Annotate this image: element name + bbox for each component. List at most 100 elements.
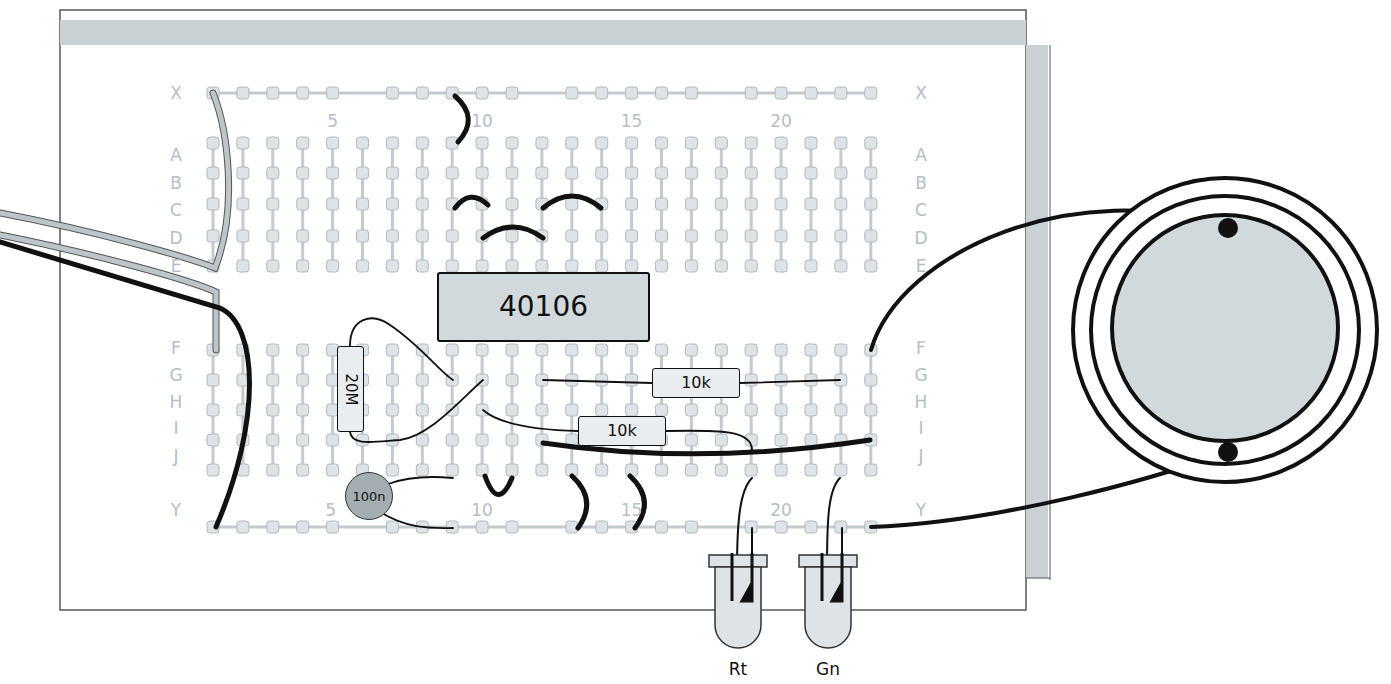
breadboard-hole [715,344,727,356]
led-anvil [742,553,752,601]
breadboard-hole [207,404,219,416]
row-letter: G [914,365,927,385]
breadboard-hole [416,344,428,356]
breadboard-hole [476,434,488,446]
column-number: 10 [471,111,493,131]
breadboard-hole [566,260,578,272]
breadboard-hole [297,404,309,416]
breadboard-hole [775,198,787,210]
led-dome [715,567,761,648]
breadboard-hole [416,404,428,416]
breadboard-hole [536,344,548,356]
breadboard-hole [805,344,817,356]
breadboard-hole [745,167,757,179]
row-letter: B [915,173,927,193]
breadboard-hole [297,260,309,272]
breadboard-hole [775,434,787,446]
row-letter: D [914,228,927,248]
breadboard-hole [357,198,369,210]
breadboard-hole [416,87,428,99]
row-letter: X [170,83,182,103]
breadboard-hole [835,404,847,416]
breadboard-hole [685,167,697,179]
breadboard-hole [416,434,428,446]
breadboard-hole [656,87,668,99]
resistor-lead [350,380,483,442]
breadboard-hole [775,87,787,99]
breadboard-hole [685,521,697,533]
breadboard-hole [237,260,249,272]
breadboard-hole [865,198,877,210]
breadboard-hole [745,374,757,386]
breadboard-hole [685,404,697,416]
breadboard-hole [237,230,249,242]
breadboard-hole [446,464,458,476]
breadboard-hole [237,137,249,149]
breadboard-hole [357,167,369,179]
breadboard-hole [865,167,877,179]
breadboard-hole [715,260,727,272]
breadboard-hole [267,137,279,149]
led-body [796,553,860,678]
piezo-disc [1112,215,1338,441]
breadboard-hole [476,260,488,272]
breadboard-hole [207,198,219,210]
breadboard-hole [865,87,877,99]
led-symbol: Gn [796,553,860,678]
row-letter: A [170,145,182,165]
breadboard-hole [416,260,428,272]
breadboard-hole [656,167,668,179]
breadboard-hole [536,260,548,272]
breadboard-hole [715,137,727,149]
breadboard-hole [626,260,638,272]
part-value: 40106 [499,293,588,321]
breadboard-hole [267,521,279,533]
row-letter: I [173,418,178,438]
column-number: 5 [325,500,336,520]
breadboard-hole [506,260,518,272]
breadboard-hole [596,404,608,416]
breadboard-hole [207,137,219,149]
breadboard-hole [327,434,339,446]
breadboard-hole [476,137,488,149]
row-letter: F [171,338,181,358]
breadboard-hole [835,521,847,533]
jumper-wire [543,196,601,208]
breadboard-hole [656,260,668,272]
breadboard-hole [626,344,638,356]
breadboard-hole [357,260,369,272]
breadboard-hole [656,344,668,356]
breadboard-hole [506,464,518,476]
breadboard-hole [297,344,309,356]
breadboard-hole [775,464,787,476]
board-outline [60,10,1026,610]
row-letter: E [171,256,182,276]
breadboard-hole [775,404,787,416]
breadboard-hole [835,464,847,476]
breadboard-hole [297,198,309,210]
board-edge-bar [60,20,1026,45]
breadboard-hole [267,344,279,356]
breadboard-hole [297,137,309,149]
breadboard-hole [626,137,638,149]
breadboard-hole [207,374,219,386]
breadboard-hole [446,230,458,242]
row-letter: C [915,200,927,220]
breadboard-hole [267,260,279,272]
resistor-lead [666,431,752,450]
breadboard-hole [237,167,249,179]
led-lead [731,553,734,601]
breadboard-hole [596,464,608,476]
breadboard-hole [775,344,787,356]
breadboard-hole [297,87,309,99]
breadboard-hole [685,464,697,476]
breadboard-hole [775,137,787,149]
breadboard-hole [476,521,488,533]
breadboard-hole [267,464,279,476]
column-number: 15 [621,111,643,131]
wire [0,242,250,527]
breadboard-hole [446,434,458,446]
breadboard-hole [775,260,787,272]
piezo-buzzer [1073,178,1377,482]
